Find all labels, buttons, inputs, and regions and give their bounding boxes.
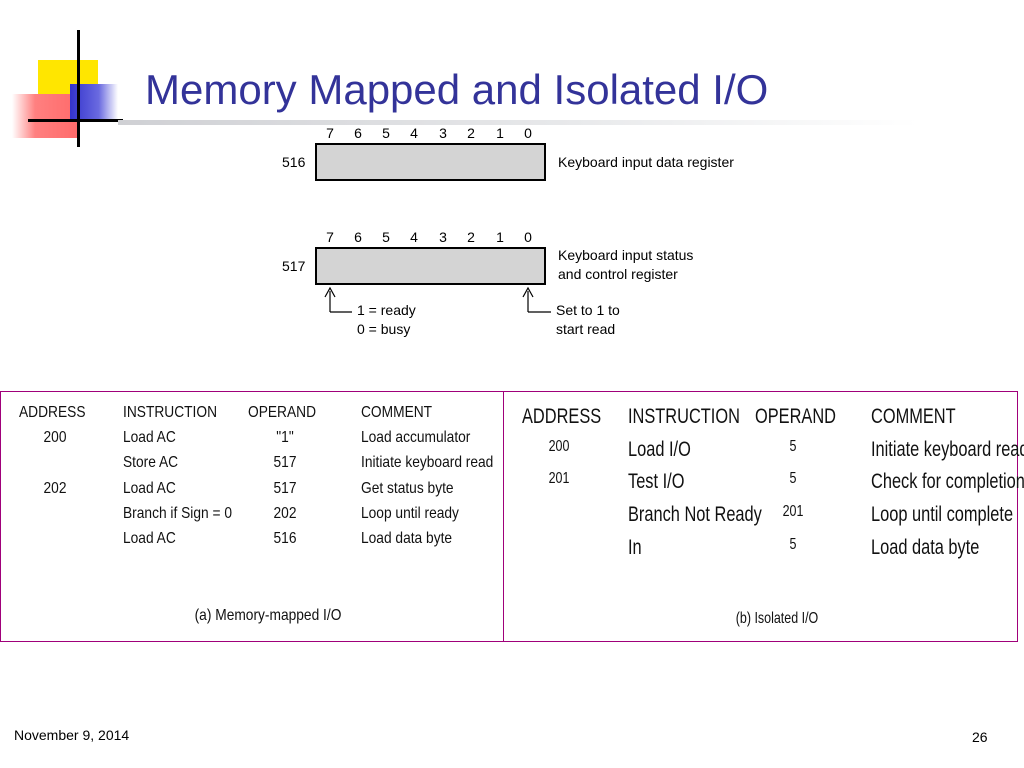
slide-number: 26 xyxy=(972,729,988,745)
row-instruction: Branch if Sign = 0 xyxy=(123,505,233,522)
register1-bit-numbers: 7 6 5 4 3 2 1 0 xyxy=(326,125,532,141)
row-comment: Initiate keyboard read xyxy=(361,454,494,471)
row-operand: "1" xyxy=(276,429,294,446)
bit-number: 4 xyxy=(410,229,418,245)
row-comment: Load data byte xyxy=(871,536,980,559)
row-operand: 517 xyxy=(273,480,297,497)
header-operand: OPERAND xyxy=(755,405,837,428)
row-address: 200 xyxy=(548,438,570,455)
row-operand: 201 xyxy=(782,503,804,520)
row-instruction: Branch Not Ready xyxy=(628,503,762,526)
bit-number: 0 xyxy=(524,125,532,141)
bit-number: 6 xyxy=(354,229,362,245)
row-instruction: In xyxy=(628,536,642,559)
row-comment: Initiate keyboard read xyxy=(871,438,1024,461)
ready-busy-arrow xyxy=(324,286,352,313)
logo-vertical-line xyxy=(77,30,80,147)
row-comment: Load data byte xyxy=(361,530,453,547)
row-instruction: Test I/O xyxy=(628,470,685,493)
memory-mapped-caption: (a) Memory-mapped I/O xyxy=(194,607,342,624)
start-read-note-line1: Set to 1 to xyxy=(556,302,620,318)
register1-label: Keyboard input data register xyxy=(558,154,734,170)
bit-number: 1 xyxy=(496,125,504,141)
logo-horizontal-line xyxy=(28,119,123,122)
register1-box xyxy=(315,143,546,181)
row-address: 201 xyxy=(548,470,570,487)
row-operand: 202 xyxy=(273,505,297,522)
slide-title: Memory Mapped and Isolated I/O xyxy=(145,66,769,113)
header-operand: OPERAND xyxy=(248,404,317,421)
row-instruction: Load AC xyxy=(123,429,176,446)
start-read-arrow xyxy=(522,286,551,313)
header-instruction: INSTRUCTION xyxy=(123,404,218,421)
header-instruction: INSTRUCTION xyxy=(628,405,740,428)
bit-number: 0 xyxy=(524,229,532,245)
row-operand: 5 xyxy=(789,438,797,455)
bit-number: 6 xyxy=(354,125,362,141)
memory-mapped-panel: ADDRESS INSTRUCTION OPERAND COMMENT 200 … xyxy=(0,391,505,642)
row-instruction: Load AC xyxy=(123,530,176,547)
bit-number: 3 xyxy=(439,125,447,141)
bit-number: 7 xyxy=(326,229,334,245)
bit-number: 2 xyxy=(467,229,475,245)
register2-label-line1: Keyboard input status xyxy=(558,247,693,263)
bit-number: 5 xyxy=(382,229,390,245)
row-operand: 5 xyxy=(789,470,797,487)
row-address: 202 xyxy=(43,480,67,497)
row-comment: Get status byte xyxy=(361,480,454,497)
ready-note-line2: 0 = busy xyxy=(357,321,410,337)
register2-address: 517 xyxy=(282,258,306,274)
header-address: ADDRESS xyxy=(522,405,602,428)
bit-number: 5 xyxy=(382,125,390,141)
row-operand: 516 xyxy=(273,530,297,547)
logo-red-bar xyxy=(12,94,78,138)
row-comment: Loop until ready xyxy=(361,505,459,522)
header-address: ADDRESS xyxy=(19,404,86,421)
bit-number: 3 xyxy=(439,229,447,245)
row-operand: 517 xyxy=(273,454,297,471)
register2-box xyxy=(315,247,546,285)
start-read-note-line2: start read xyxy=(556,321,615,337)
row-instruction: Load I/O xyxy=(628,438,691,461)
isolated-panel: ADDRESS INSTRUCTION OPERAND COMMENT 200 … xyxy=(503,391,1024,642)
bit-number: 2 xyxy=(467,125,475,141)
row-instruction: Load AC xyxy=(123,480,176,497)
row-address: 200 xyxy=(43,429,67,446)
bit-number: 4 xyxy=(410,125,418,141)
header-comment: COMMENT xyxy=(871,405,956,428)
header-comment: COMMENT xyxy=(361,404,433,421)
bit-number: 1 xyxy=(496,229,504,245)
register1-address: 516 xyxy=(282,154,306,170)
footer-date: November 9, 2014 xyxy=(14,727,130,743)
register2-label-line2: and control register xyxy=(558,266,678,282)
row-comment: Check for completion xyxy=(871,470,1024,493)
isolated-caption: (b) Isolated I/O xyxy=(735,610,819,627)
bit-number: 7 xyxy=(326,125,334,141)
register-diagram: 7 6 5 4 3 2 1 0 516 Keyboard input data … xyxy=(282,125,734,337)
row-comment: Load accumulator xyxy=(361,429,471,446)
row-instruction: Store AC xyxy=(123,454,179,471)
row-comment: Loop until complete xyxy=(871,503,1014,526)
title-underline xyxy=(118,120,918,125)
row-operand: 5 xyxy=(789,536,797,553)
ready-note-line1: 1 = ready xyxy=(357,302,416,318)
register2-bit-numbers: 7 6 5 4 3 2 1 0 xyxy=(326,229,532,245)
